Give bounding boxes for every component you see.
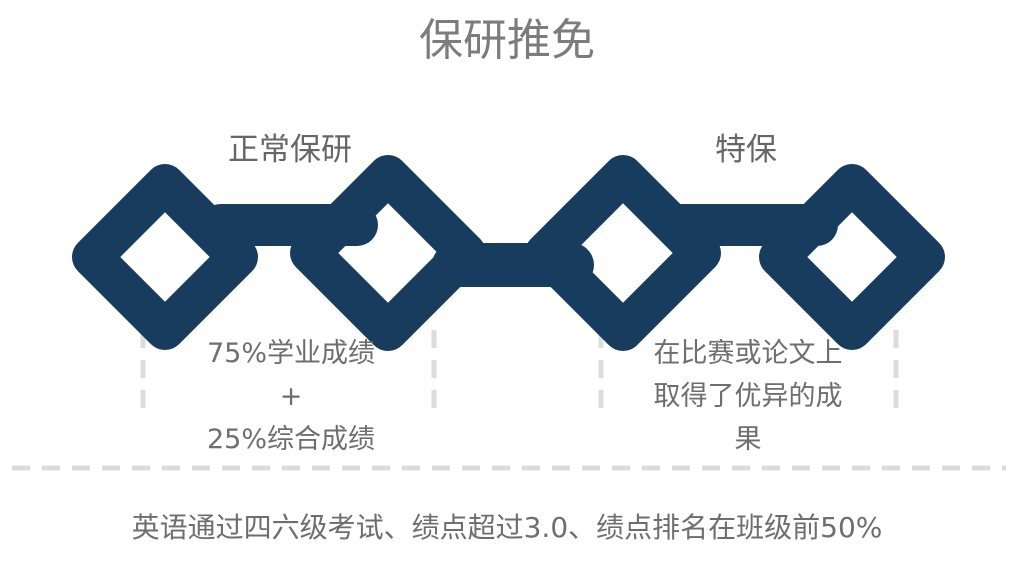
category-label-special: 特保 <box>715 132 777 168</box>
description-line: 果 <box>734 424 762 455</box>
chain-links <box>72 155 945 351</box>
description-line: 在比赛或论文上 <box>653 338 843 369</box>
description-line: 75%学业成绩 <box>206 338 375 369</box>
description-normal: 75%学业成绩 + 25%综合成绩 <box>146 332 436 461</box>
page-title: 保研推免 <box>419 15 595 66</box>
description-line: 25%综合成绩 <box>206 424 375 455</box>
description-line: + <box>279 381 303 412</box>
description-special: 在比赛或论文上 取得了优异的成 果 <box>603 332 893 461</box>
chain-link-icon <box>525 155 721 351</box>
requirements-footer: 英语通过四六级考试、绩点超过3.0、绩点排名在班级前50% <box>131 511 883 544</box>
chain-link-icon <box>72 164 258 350</box>
dashed-guides <box>12 330 1006 471</box>
category-label-normal: 正常保研 <box>228 132 352 168</box>
description-line: 取得了优异的成 <box>653 381 843 412</box>
chain-link-icon <box>759 164 945 350</box>
chain-link-icon <box>290 155 486 351</box>
